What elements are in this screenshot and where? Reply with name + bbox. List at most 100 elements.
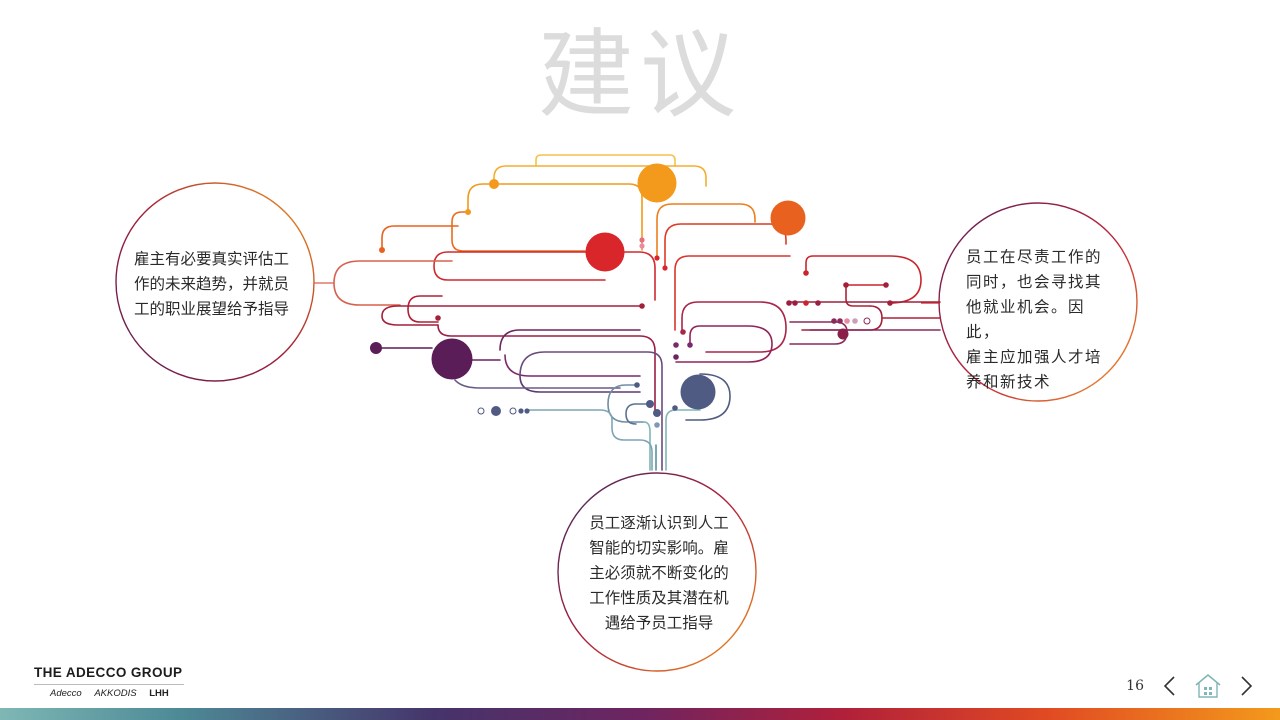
bubble-right-line: 养和新技术 — [966, 373, 1052, 391]
node-dot — [863, 317, 871, 325]
node-dot — [654, 255, 660, 261]
node-dot — [662, 265, 668, 271]
node-dot — [491, 406, 501, 416]
bubble-bottom-text: 员工逐渐认识到人工 智能的切实影响。雇 主必须就不断变化的 工作性质及其潜在机 … — [584, 511, 734, 636]
logo-divider — [34, 684, 184, 685]
logo-brands: Adecco AKKODIS LHH — [34, 688, 184, 699]
branch-line — [664, 223, 787, 269]
node-large-purple — [431, 338, 473, 380]
node-large-slate — [680, 374, 716, 410]
node-dot — [673, 342, 679, 348]
node-large-dark-orange — [770, 200, 806, 236]
branch-line — [656, 203, 756, 259]
node-dot — [687, 342, 693, 348]
branch-line — [535, 154, 676, 167]
branch-line — [801, 305, 883, 331]
branch-line — [526, 409, 653, 471]
branch-line — [451, 211, 586, 252]
slide-title: 建议 — [538, 19, 742, 131]
node-dot — [634, 382, 640, 388]
branch-line — [685, 373, 731, 421]
node-dot — [639, 243, 645, 249]
home-icon — [1195, 673, 1221, 698]
branch-line — [681, 301, 787, 353]
bottom-gradient-bar — [0, 708, 1280, 720]
company-logo: THE ADECCO GROUP Adecco AKKODIS LHH — [34, 665, 184, 699]
node-large-red — [585, 232, 625, 272]
node-dot — [837, 328, 849, 340]
node-dot — [887, 300, 893, 306]
node-dot — [639, 303, 645, 309]
branch-line — [504, 354, 641, 377]
node-dot — [837, 318, 843, 324]
node-dot — [489, 179, 499, 189]
node-dot — [524, 408, 530, 414]
bubble-bottom-circle — [557, 472, 757, 672]
node-dot — [370, 342, 382, 354]
node-dot — [646, 400, 654, 408]
bubble-right-text: 员工在尽责工作的 同时，也会寻找其 他就业机会。因此， 雇主应加强人才培 养和新… — [966, 245, 1118, 395]
branch-line — [519, 375, 641, 393]
branch-line — [805, 255, 922, 304]
bubble-left-circle — [115, 182, 315, 382]
bubble-left-line: 雇主有必要真实评估工 — [134, 250, 290, 268]
branch-line — [845, 284, 871, 307]
node-dot — [803, 270, 809, 276]
node-dot — [435, 315, 441, 321]
node-dot — [831, 318, 837, 324]
branch-line — [674, 255, 791, 331]
node-dot — [843, 282, 849, 288]
bubble-bottom-line: 遇给予员工指导 — [604, 614, 714, 632]
brand-lhh: LHH — [149, 688, 169, 699]
bubble-bottom-line: 工作性质及其潜在机 — [589, 589, 729, 607]
node-dot — [673, 354, 679, 360]
node-dot — [803, 300, 809, 306]
node-dot — [654, 422, 660, 428]
bubble-right-line: 他就业机会。因此， — [966, 298, 1086, 341]
node-dot — [477, 407, 485, 415]
node-dot — [672, 405, 678, 411]
branch-line — [625, 403, 651, 425]
node-dot — [653, 409, 661, 417]
next-slide-button[interactable] — [1236, 672, 1258, 700]
node-dot — [815, 300, 821, 306]
branch-line — [665, 409, 701, 471]
brand-adecco: Adecco — [50, 688, 82, 699]
branch-line — [381, 305, 643, 326]
prev-slide-button[interactable] — [1158, 672, 1180, 700]
node-dot — [465, 209, 471, 215]
node-dot — [792, 300, 798, 306]
branch-line — [437, 324, 656, 411]
node-dot — [680, 329, 686, 335]
chevron-left-icon — [1163, 676, 1175, 696]
home-button[interactable] — [1190, 672, 1226, 700]
node-dot — [786, 300, 792, 306]
bubble-bottom-line: 主必须就不断变化的 — [589, 564, 729, 582]
branch-line — [519, 351, 663, 471]
bubble-left-line: 作的未来趋势，并就员 — [134, 275, 290, 293]
node-dot — [883, 282, 889, 288]
bubble-left-line: 工的职业展望给予指导 — [134, 300, 290, 318]
branch-line — [643, 421, 651, 471]
node-dot — [509, 407, 517, 415]
node-large-orange — [637, 163, 677, 203]
branch-line — [407, 295, 443, 323]
branch-line — [381, 225, 459, 251]
logo-group-name: THE ADECCO GROUP — [34, 665, 183, 680]
node-dot — [518, 408, 524, 414]
branch-line — [675, 325, 773, 363]
slide-navigation: 16 — [1126, 672, 1258, 700]
branch-line — [493, 165, 707, 187]
page-number: 16 — [1126, 678, 1144, 694]
bubble-bottom-line: 智能的切实影响。雇 — [589, 539, 729, 557]
bubble-right-line: 同时，也会寻找其 — [966, 273, 1103, 291]
bubble-bottom-line: 员工逐渐认识到人工 — [589, 514, 729, 532]
chevron-right-icon — [1241, 676, 1253, 696]
node-dot — [379, 247, 385, 253]
branch-line — [607, 384, 645, 423]
branch-line — [433, 251, 656, 301]
node-dot — [844, 318, 850, 324]
bubble-left-text: 雇主有必要真实评估工 作的未来趋势，并就员 工的职业展望给予指导 — [134, 247, 302, 322]
branch-line — [454, 379, 621, 389]
